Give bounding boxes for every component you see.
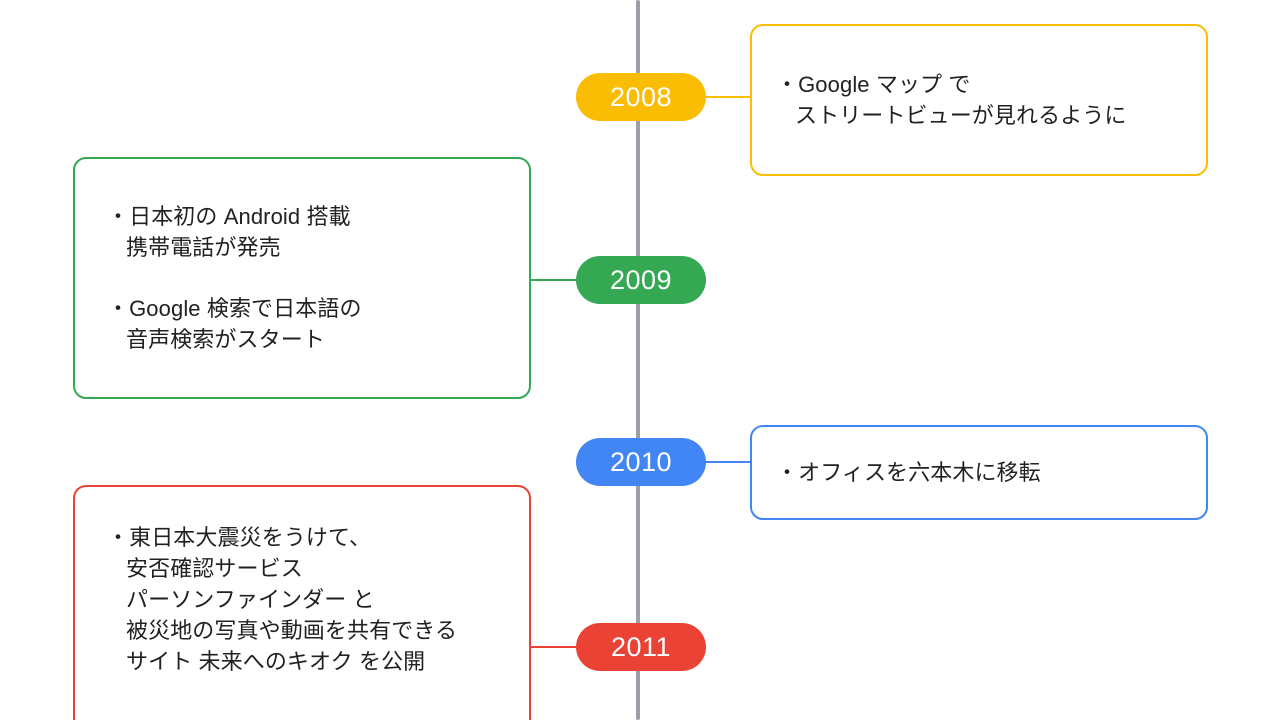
year-pill-2009[interactable]: 2009 — [576, 256, 706, 304]
bullet-group: ・Google 検索で日本語の 音声検索がスタート — [107, 293, 497, 355]
card-line: ストリートビューが見れるように — [795, 103, 1127, 128]
card-line: ・オフィスを六本木に移転 — [776, 460, 1041, 485]
year-pill-2010[interactable]: 2010 — [576, 438, 706, 486]
year-pill-2011[interactable]: 2011 — [576, 623, 706, 671]
year-label: 2010 — [609, 446, 673, 477]
card-line: 安否確認サービス — [126, 556, 303, 581]
year-pill-2008[interactable]: 2008 — [576, 73, 706, 121]
connector-2011 — [529, 646, 579, 648]
card-line: 携帯電話が発売 — [126, 235, 281, 260]
connector-2010 — [700, 461, 752, 463]
event-card-2009[interactable]: ・日本初の Android 搭載 携帯電話が発売 ・Google 検索で日本語の… — [73, 157, 531, 399]
card-line: 被災地の写真や動画を共有できる — [126, 618, 458, 643]
bullet-group: ・オフィスを六本木に移転 — [776, 457, 1182, 488]
card-line: ・東日本大震災をうけて、 — [107, 525, 372, 550]
year-label: 2008 — [609, 81, 673, 112]
event-card-2011[interactable]: ・東日本大震災をうけて、 安否確認サービス パーソンファインダー と 被災地の写… — [73, 485, 531, 720]
bullet-group: ・Google マップ で ストリートビューが見れるように — [776, 69, 1182, 131]
bullet-group: ・東日本大震災をうけて、 安否確認サービス パーソンファインダー と 被災地の写… — [107, 522, 497, 677]
card-line: 音声検索がスタート — [126, 327, 325, 352]
card-line: ・Google 検索で日本語の — [107, 296, 362, 321]
event-card-2008[interactable]: ・Google マップ で ストリートビューが見れるように — [750, 24, 1208, 176]
bullet-group: ・日本初の Android 搭載 携帯電話が発売 — [107, 201, 497, 263]
card-line: ・日本初の Android 搭載 — [107, 204, 351, 229]
connector-2008 — [700, 96, 752, 98]
event-card-2010[interactable]: ・オフィスを六本木に移転 — [750, 425, 1208, 520]
card-line: ・Google マップ で — [776, 72, 971, 97]
year-label: 2011 — [610, 631, 672, 662]
timeline-axis — [636, 0, 640, 720]
card-line: パーソンファインダー と — [126, 587, 375, 612]
card-line: サイト 未来へのキオク を公開 — [126, 649, 426, 674]
year-label: 2009 — [609, 264, 673, 295]
connector-2009 — [529, 279, 579, 281]
